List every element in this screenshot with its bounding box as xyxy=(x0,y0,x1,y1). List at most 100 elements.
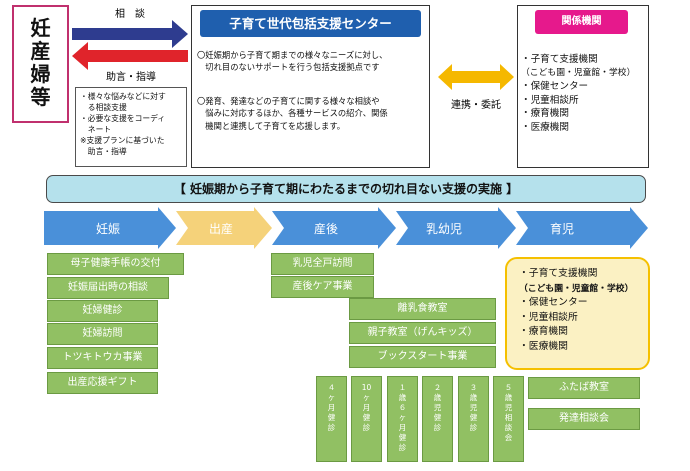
service-box: 妊婦健診 xyxy=(47,300,158,322)
consult-advice-arrows xyxy=(72,20,188,70)
checkup-char: 健 xyxy=(327,413,336,422)
checkup-box: ２ 歳 児 健 診 xyxy=(422,376,453,462)
checkup-char: 児 xyxy=(469,403,478,412)
service-box: 離乳食教室 xyxy=(349,298,496,320)
childcare-agency-item: ・医療機関 xyxy=(519,340,568,352)
checkup-box: ３ 歳 児 健 診 xyxy=(458,376,489,462)
checkup-char: 児 xyxy=(504,403,513,412)
checkup-char: 歳 xyxy=(433,393,442,402)
agency-item: ・子育て支援機関 xyxy=(521,54,598,65)
service-box: ブックスタート事業 xyxy=(349,346,496,368)
service-box: 母子健康手帳の交付 xyxy=(47,253,184,275)
note-line: ・必要な支援をコーディ xyxy=(80,114,166,123)
checkup-char: 10 xyxy=(361,383,372,392)
checkup-char: 健 xyxy=(469,413,478,422)
consult-label: 相 談 xyxy=(115,9,145,20)
childcare-agency-item: （こども園・児童館・学校） xyxy=(519,283,634,294)
stage-timeline xyxy=(44,207,648,249)
note-line: ネート xyxy=(80,125,112,134)
advice-label: 助言・指導 xyxy=(106,72,156,83)
center-line: 機関と連携して子育てを応援します。 xyxy=(197,120,346,131)
note-line: る相談支援 xyxy=(80,103,127,112)
checkup-char: 診 xyxy=(433,423,442,432)
stage-arrow-childcare xyxy=(516,207,648,249)
center-line: 悩みに対応するほか、各種サービスの紹介、関係 xyxy=(197,108,388,119)
stage-label-birth: 出産 xyxy=(208,222,233,236)
checkup-char: 歳 xyxy=(398,393,407,402)
agency-item: （こども園・児童館・学校） xyxy=(521,67,636,78)
target-char: 妊 xyxy=(30,16,51,40)
checkup-char: 会 xyxy=(504,433,513,442)
checkup-char: 健 xyxy=(433,413,442,422)
stage-arrow-infant xyxy=(396,207,516,249)
checkup-char: 相 xyxy=(504,413,513,422)
checkup-box: １ 歳 ６ ヶ 月 健 診 xyxy=(387,376,418,462)
center-line: 〇妊娠期から子育て期までの様々なニーズに対し、 xyxy=(197,50,388,60)
service-box: 出産応援ギフト xyxy=(47,372,158,394)
checkup-char: ６ xyxy=(398,403,407,412)
childcare-agencies-box: ・子育て支援機関 （こども園・児童館・学校） ・保健センター ・児童相談所 ・療… xyxy=(505,257,650,370)
center-line: 〇発育、発達などの子育てに関する様々な相談や xyxy=(197,96,380,106)
stage-label-pregnancy: 妊娠 xyxy=(95,222,120,236)
checkup-box: 10 ヶ 月 健 診 xyxy=(351,376,382,462)
checkup-char: ヶ xyxy=(362,393,371,402)
checkup-box: ４ ヶ 月 健 診 xyxy=(316,376,347,462)
checkup-char: 診 xyxy=(362,423,371,432)
service-box: 妊婦訪問 xyxy=(47,323,158,345)
service-box: 妊娠届出時の相談 xyxy=(47,277,169,299)
checkup-char: ヶ xyxy=(327,393,336,402)
agency-list: ・子育て支援機関 （こども園・児童館・学校） ・保健センター ・児童相談所 ・療… xyxy=(521,53,647,135)
checkup-char: 談 xyxy=(504,423,513,432)
checkup-char: ２ xyxy=(433,383,442,392)
checkup-char: 健 xyxy=(398,433,407,442)
checkup-char: 診 xyxy=(398,443,407,452)
service-box: 親子教室（げんキッズ） xyxy=(349,322,496,344)
target-group-box: 妊 産 婦 等 xyxy=(12,5,69,123)
checkup-char: 診 xyxy=(469,423,478,432)
target-char: 産 xyxy=(30,39,51,63)
childcare-agency-item: ・療育機関 xyxy=(519,326,568,338)
center-paragraph-2: 〇発育、発達などの子育てに関する様々な相談や 悩みに対応するほか、各種サービスの… xyxy=(197,95,429,132)
agency-item: ・保健センター xyxy=(521,81,589,93)
note-line: ※支援プランに基づいた xyxy=(80,136,165,145)
agency-item: ・医療機関 xyxy=(521,121,569,133)
agency-item: ・療育機関 xyxy=(521,108,569,120)
childcare-agency-item: ・子育て支援機関 xyxy=(519,268,598,279)
stage-label-infant: 乳幼児 xyxy=(425,222,462,236)
stage-label-postnatal: 産後 xyxy=(313,222,338,236)
checkup-char: 月 xyxy=(398,423,407,432)
consult-arrow xyxy=(72,20,188,48)
checkup-char: 歳 xyxy=(504,393,513,402)
service-box: 乳児全戸訪問 xyxy=(271,253,374,275)
checkup-char: ３ xyxy=(469,383,478,392)
support-center-title: 子育て世代包括支援センター xyxy=(200,10,421,37)
childcare-agency-item: ・児童相談所 xyxy=(519,311,578,323)
stage-label-childcare: 育児 xyxy=(549,222,574,236)
link-double-arrow xyxy=(438,64,514,90)
checkup-char: ５ xyxy=(504,383,513,392)
agency-item: ・児童相談所 xyxy=(521,94,579,106)
support-banner: 【 妊娠期から子育て期にわたるまでの切れ目ない支援の実施 】 xyxy=(46,175,646,203)
checkup-char: 健 xyxy=(362,413,371,422)
target-char: 婦 xyxy=(30,62,51,86)
stage-arrow-birth xyxy=(176,207,272,249)
checkup-char: 月 xyxy=(327,403,336,412)
stage-arrow-pregnancy xyxy=(44,207,176,249)
checkup-char: 児 xyxy=(433,403,442,412)
center-paragraph-1: 〇妊娠期から子育て期までの様々なニーズに対し、 切れ目のないサポートを行う包括支… xyxy=(197,49,429,74)
advice-arrow xyxy=(72,42,188,70)
related-agencies-title: 関係機関 xyxy=(535,10,628,34)
support-notes-box: ・様々な悩みなどに対す る相談支援 ・必要な支援をコーディ ネート ※支援プラン… xyxy=(75,87,187,167)
checkup-char: 歳 xyxy=(469,393,478,402)
service-box: 産後ケア事業 xyxy=(271,276,374,298)
service-box: 発達相談会 xyxy=(528,408,640,430)
service-box: トツキトウカ事業 xyxy=(47,347,158,369)
note-line: ・様々な悩みなどに対す xyxy=(80,92,166,101)
checkup-char: 診 xyxy=(327,423,336,432)
center-line: 切れ目のないサポートを行う包括支援拠点です xyxy=(197,62,380,73)
service-box: ふたば教室 xyxy=(528,377,640,399)
checkup-char: ４ xyxy=(327,383,336,392)
checkup-char: １ xyxy=(398,383,407,392)
link-label: 連携・委託 xyxy=(451,100,501,111)
childcare-agency-item: ・保健センター xyxy=(519,297,588,309)
